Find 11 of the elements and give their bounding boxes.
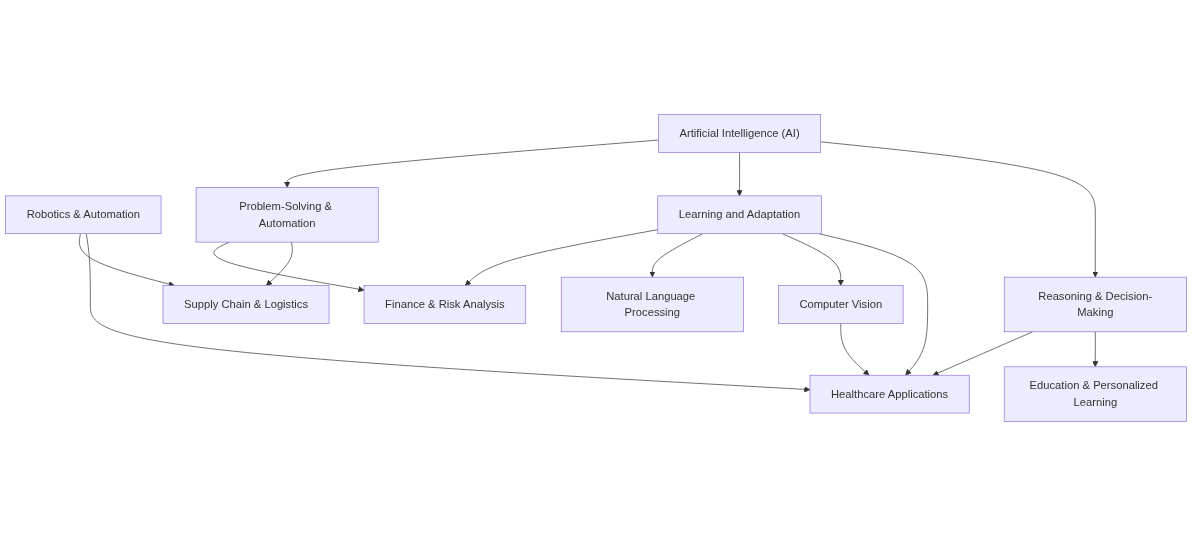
node-box: Artificial Intelligence (AI) — [658, 114, 822, 153]
node-box: Problem-Solving & Automation — [195, 187, 379, 243]
node-box: Healthcare Applications — [809, 374, 970, 414]
node-box: Computer Vision — [778, 285, 904, 324]
node-box: Learning and Adaptation — [657, 195, 822, 234]
node-box: Education & Personalized Learning — [1003, 366, 1187, 422]
node-box: Natural Language Processing — [560, 276, 744, 333]
node-box: Finance & Risk Analysis — [363, 285, 527, 324]
node-box: Reasoning & Decision-Making — [1003, 276, 1187, 333]
node-box: Robotics & Automation — [5, 195, 162, 234]
node-box: Supply Chain & Logistics — [162, 285, 330, 324]
